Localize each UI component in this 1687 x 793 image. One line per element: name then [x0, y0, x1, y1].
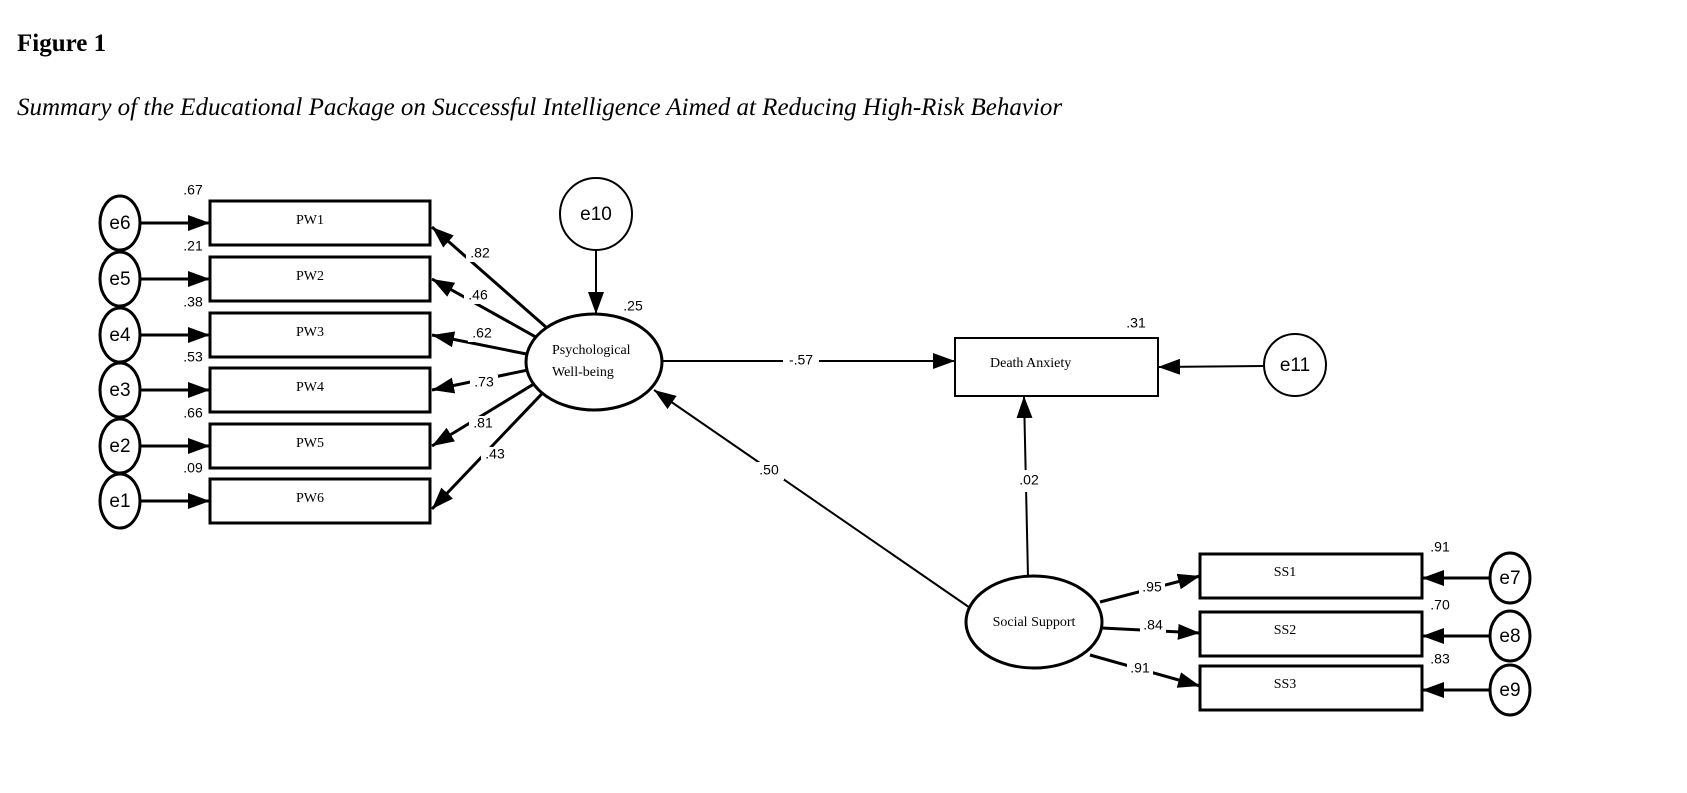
indicator-box-SS2	[1198, 610, 1424, 658]
coef-bg	[754, 462, 784, 480]
error-label-e5: e5	[109, 269, 130, 290]
loading-path-PW1	[431, 225, 553, 333]
latent-label-social-support: Social Support	[993, 615, 1076, 630]
indicator-box-SS3	[1198, 664, 1424, 712]
error-circle-e10	[559, 177, 633, 251]
error-path-e11	[1157, 358, 1265, 375]
indicator-label-SS2: SS2	[1274, 623, 1297, 638]
error-label-e8: e8	[1499, 626, 1520, 647]
outcome-label: Death Anxiety	[990, 356, 1071, 371]
loading-label-PW2: .46	[468, 287, 488, 303]
loading-label-bg	[466, 246, 494, 262]
error-label-e2: e2	[109, 436, 130, 457]
path-coef-ss-da: .02	[1019, 472, 1039, 488]
indicator-label-PW4: PW4	[296, 380, 324, 395]
loading-label-PW5: .81	[473, 415, 493, 431]
loading-label-bg	[481, 447, 509, 463]
loading-label-bg	[468, 326, 496, 342]
loading-path-PW2	[431, 277, 544, 343]
error-circle-e7	[1488, 551, 1532, 605]
indicator-box-PW6	[208, 477, 432, 525]
loading-label-SS1: .95	[1142, 579, 1162, 595]
indicator-box-PW5	[208, 422, 432, 470]
indicator-box-PW3	[208, 311, 432, 359]
loading-label-bg	[469, 416, 497, 432]
loading-label-bg	[1139, 580, 1165, 596]
latent-social-support	[964, 574, 1104, 670]
r2-label-da: .31	[1126, 315, 1146, 331]
indicator-label-PW3: PW3	[296, 325, 324, 340]
latent-label-line1: Psychological	[552, 343, 631, 358]
error-circle-e9	[1488, 663, 1532, 717]
error-label-e3: e3	[109, 380, 130, 401]
indicator-box-PW1	[208, 199, 432, 247]
error-circle-e1	[98, 472, 142, 530]
loading-path-PW5	[431, 382, 536, 448]
coef-bg	[783, 352, 819, 370]
error-label-e7: e7	[1499, 568, 1520, 589]
r2-label-PW1: .67	[183, 182, 203, 198]
error-label-e6: e6	[109, 213, 130, 234]
path-ss-to-pwb	[653, 389, 977, 613]
loading-label-bg	[470, 375, 498, 391]
r2-label-PW5: .66	[183, 405, 203, 421]
r2-label-SS3: .83	[1430, 651, 1450, 667]
loading-label-SS2: .84	[1143, 617, 1163, 633]
error-label-e10: e10	[580, 204, 612, 225]
indicator-label-PW2: PW2	[296, 269, 324, 284]
error-circle-e11	[1263, 333, 1327, 397]
error-circle-e6	[98, 194, 142, 252]
loading-label-PW1: .82	[470, 245, 490, 261]
error-label-e1: e1	[109, 491, 130, 512]
loading-label-SS3: .91	[1130, 660, 1150, 676]
latent-psychological-well-being	[524, 312, 664, 412]
r2-label-PW2: .21	[183, 238, 203, 254]
indicator-label-SS1: SS1	[1274, 565, 1297, 580]
loading-label-PW3: .62	[472, 325, 492, 341]
error-label-e9: e9	[1499, 680, 1520, 701]
r2-label-PW6: .09	[183, 460, 203, 476]
r2-label-PW3: .38	[183, 294, 203, 310]
path-coef-pwb-da: -.57	[789, 352, 813, 368]
r2-label-pwb: .25	[623, 298, 643, 314]
indicator-label-PW1: PW1	[296, 213, 324, 228]
r2-label-SS1: .91	[1430, 539, 1450, 555]
figure-label: Figure 1	[17, 30, 107, 57]
error-circle-e3	[98, 361, 142, 419]
indicator-label-PW5: PW5	[296, 436, 324, 451]
latent-label-line2: Well-being	[552, 365, 614, 380]
r2-label-PW4: .53	[183, 349, 203, 365]
indicator-label-PW6: PW6	[296, 491, 324, 506]
loading-label-PW6: .43	[485, 446, 505, 462]
indicator-label-SS3: SS3	[1274, 677, 1297, 692]
loading-label-bg	[1127, 661, 1153, 677]
indicator-box-PW2	[208, 255, 432, 303]
loading-label-bg	[1140, 618, 1166, 634]
indicator-box-SS1	[1198, 552, 1424, 600]
indicator-box-PW4	[208, 366, 432, 414]
coef-bg	[1014, 470, 1044, 492]
error-label-e4: e4	[109, 325, 131, 346]
loading-label-bg	[464, 288, 492, 304]
error-circle-e8	[1488, 609, 1532, 663]
figure-caption: Summary of the Educational Package on Su…	[17, 94, 1063, 121]
outcome-box-death-anxiety	[954, 337, 1159, 397]
error-label-e11: e11	[1280, 355, 1310, 376]
loading-label-PW4: .73	[474, 374, 494, 390]
r2-label-SS2: .70	[1430, 597, 1450, 613]
error-circle-e5	[98, 250, 142, 308]
loading-path-PW3	[431, 331, 529, 356]
path-coef-ss-pwb: .50	[759, 462, 779, 478]
